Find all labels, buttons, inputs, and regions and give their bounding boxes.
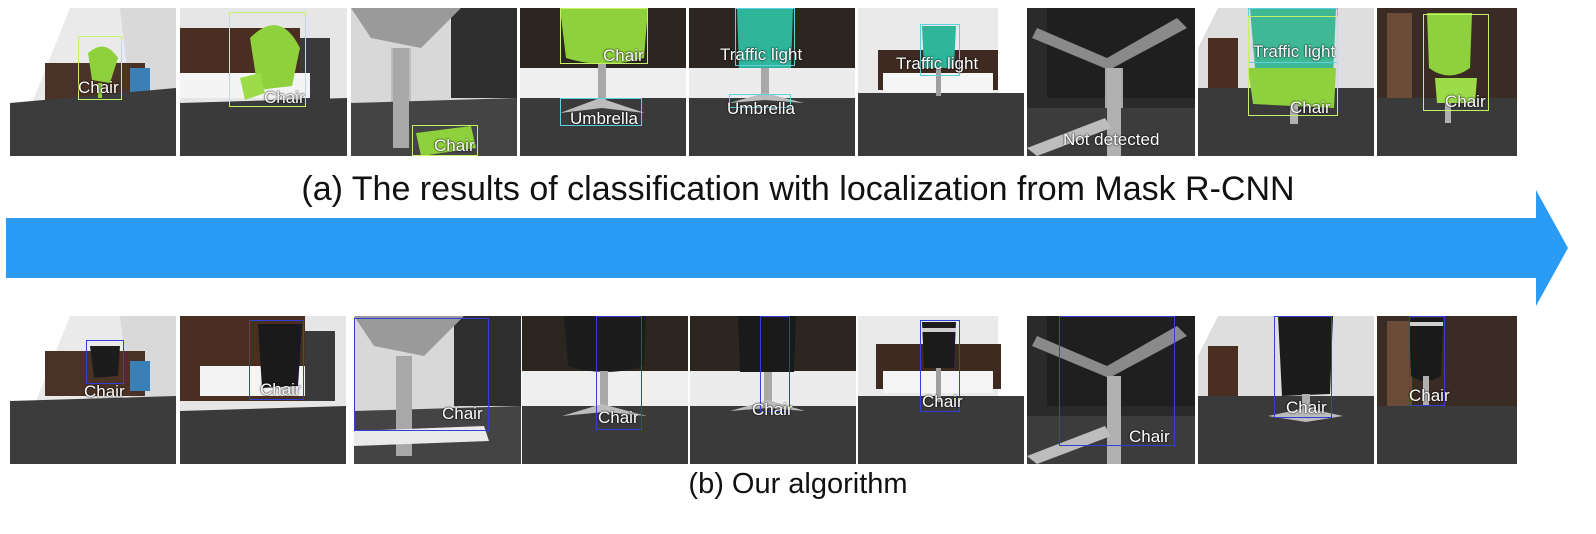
detection-box bbox=[86, 340, 124, 384]
detection-label: Chair bbox=[922, 392, 963, 411]
detection-label: Chair bbox=[1445, 92, 1486, 111]
detection-label: Chair bbox=[603, 46, 644, 65]
detection-box bbox=[412, 125, 478, 156]
detection-label-secondary: Umbrella bbox=[570, 109, 639, 128]
detection-label: Chair bbox=[598, 408, 639, 427]
detection-label: Chair bbox=[84, 382, 125, 401]
mask-rcnn-frame-4: Chair Umbrella bbox=[520, 8, 686, 156]
detection-box bbox=[760, 316, 790, 412]
our-algorithm-results-row: Chair Chair Chair bbox=[0, 316, 1596, 464]
mask-rcnn-frame-2: Chair bbox=[180, 8, 347, 156]
detection-box-secondary bbox=[1248, 16, 1338, 116]
detection-box bbox=[735, 8, 795, 66]
mask-rcnn-frame-6: Traffic light bbox=[858, 8, 1024, 156]
detection-box-secondary bbox=[560, 98, 642, 126]
our-frame-2: Chair bbox=[180, 316, 346, 464]
detection-label: Chair bbox=[1129, 427, 1170, 446]
mask-rcnn-frame-7: Not detected bbox=[1027, 8, 1195, 156]
detection-box bbox=[596, 316, 642, 430]
mask-rcnn-results-row: Chair Chair Chair bbox=[0, 8, 1596, 156]
mask-rcnn-frame-9: Chair bbox=[1377, 8, 1517, 156]
detection-label: Chair bbox=[442, 404, 483, 423]
detection-label-secondary: Chair bbox=[1290, 98, 1331, 117]
detection-label: Traffic light bbox=[720, 45, 803, 64]
detection-box bbox=[1423, 14, 1489, 111]
mask-rcnn-frame-1: Chair bbox=[10, 8, 176, 156]
detection-box bbox=[1059, 316, 1175, 446]
detection-box bbox=[1409, 316, 1445, 406]
caption-mask-rcnn: (a) The results of classification with l… bbox=[301, 170, 1295, 208]
mask-rcnn-frame-3: Chair bbox=[351, 8, 517, 156]
detection-label: Traffic light bbox=[1253, 42, 1336, 61]
our-frame-9: Chair bbox=[1377, 316, 1517, 464]
detection-label: Chair bbox=[1286, 398, 1327, 417]
arrow-shape bbox=[6, 190, 1568, 306]
detection-label-secondary: Umbrella bbox=[727, 99, 796, 118]
detection-label: Chair bbox=[264, 88, 305, 107]
our-frame-8: Chair bbox=[1198, 316, 1374, 464]
our-frame-5: Chair bbox=[690, 316, 856, 464]
mask-rcnn-frame-8: Traffic light Chair bbox=[1198, 8, 1374, 156]
mask-rcnn-frame-5: Traffic light Umbrella bbox=[689, 8, 855, 156]
detection-box bbox=[249, 320, 304, 400]
detection-label: Chair bbox=[260, 380, 301, 399]
detection-box bbox=[920, 320, 960, 412]
not-detected-label: Not detected bbox=[1063, 130, 1160, 149]
detection-box bbox=[1274, 316, 1332, 418]
progress-arrow bbox=[6, 190, 1568, 306]
detection-box-secondary bbox=[729, 94, 791, 108]
our-frame-3: Chair bbox=[354, 316, 521, 464]
detection-label: Chair bbox=[752, 400, 793, 419]
our-frame-6: Chair bbox=[858, 316, 1024, 464]
our-frame-4: Chair bbox=[522, 316, 688, 464]
detection-label: Chair bbox=[78, 78, 119, 97]
detection-box bbox=[78, 36, 122, 100]
our-frame-7: Chair bbox=[1027, 316, 1195, 464]
detection-box bbox=[560, 8, 648, 64]
detection-box bbox=[229, 12, 306, 107]
detection-label: Chair bbox=[1409, 386, 1450, 405]
caption-our-algorithm: (b) Our algorithm bbox=[688, 468, 908, 500]
detection-label: Traffic light bbox=[896, 54, 979, 73]
detection-box bbox=[354, 318, 489, 431]
detection-label: Chair bbox=[434, 136, 475, 155]
detection-box bbox=[920, 24, 960, 76]
our-frame-1: Chair bbox=[10, 316, 176, 464]
